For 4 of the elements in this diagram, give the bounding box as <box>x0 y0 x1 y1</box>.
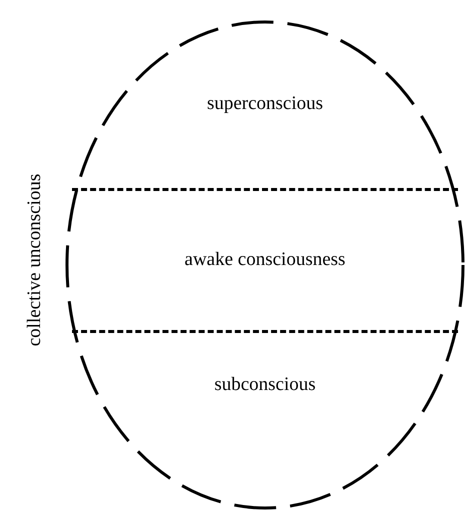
region-label: subconscious <box>214 373 316 397</box>
region-label: awake consciousness <box>184 248 346 272</box>
vertical-label: collective unconscious <box>22 174 46 346</box>
region-label: superconscious <box>206 92 324 116</box>
